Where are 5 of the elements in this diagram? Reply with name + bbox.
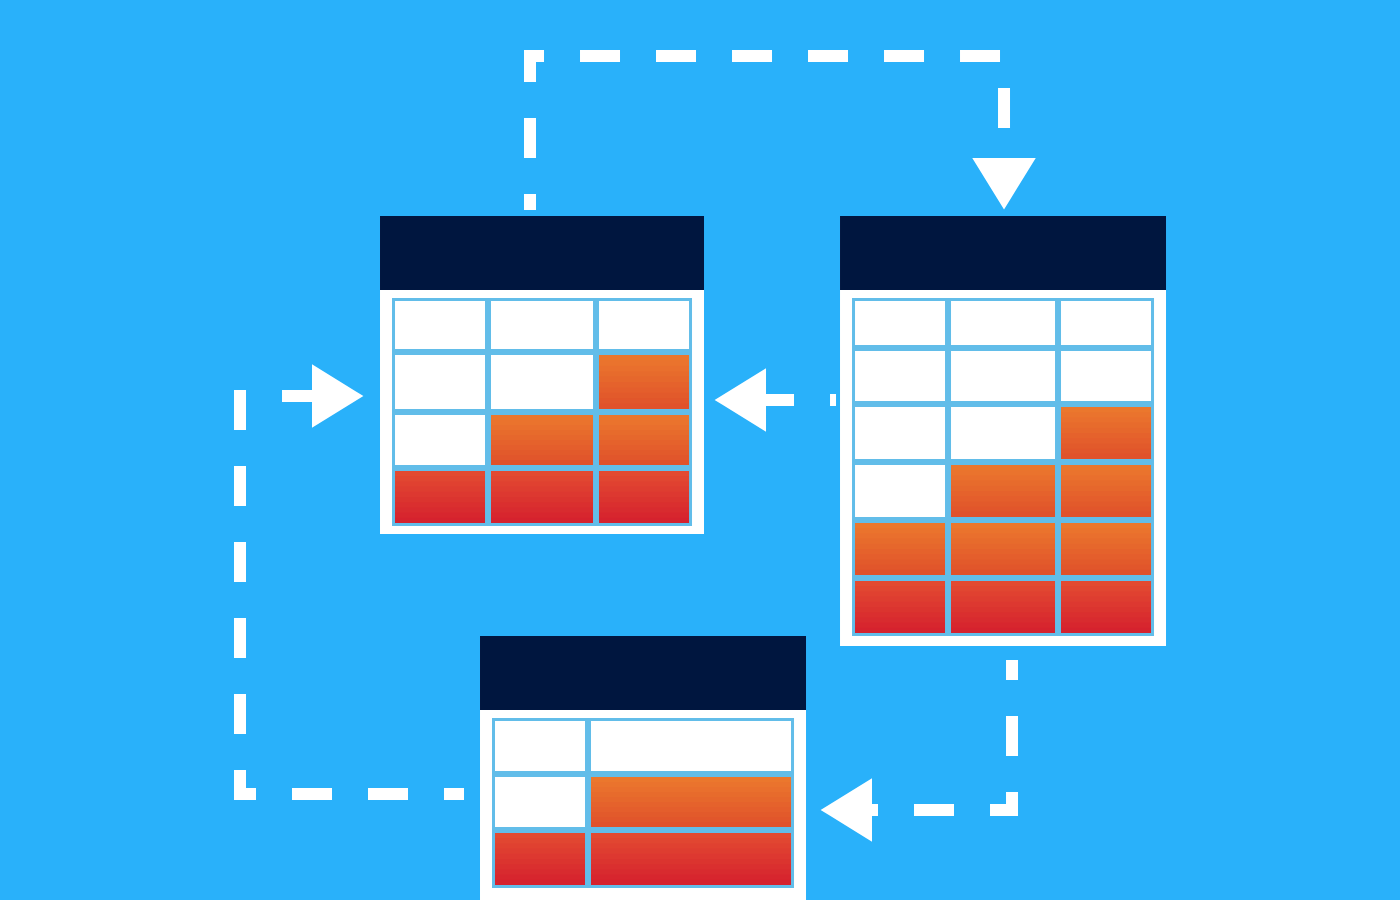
table-icon [380, 216, 704, 534]
arrow [234, 364, 464, 800]
arrow [524, 50, 1036, 210]
table-icon [480, 636, 806, 900]
table-icon [840, 216, 1166, 646]
